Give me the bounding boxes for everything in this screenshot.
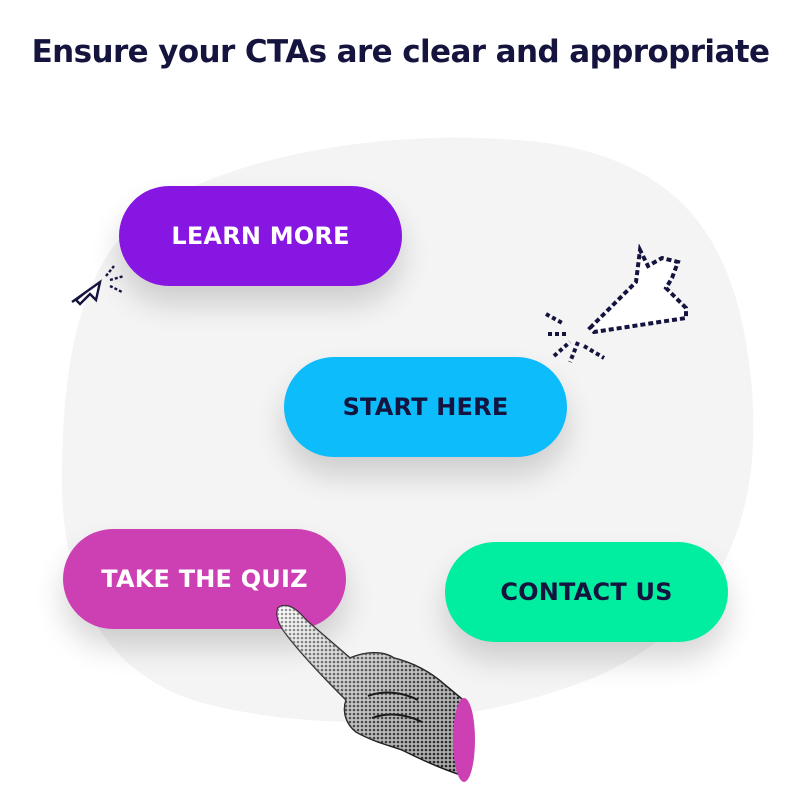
contact-us-button[interactable]: CONTACT US bbox=[445, 542, 728, 642]
start-here-button[interactable]: START HERE bbox=[284, 357, 567, 457]
pointing-hand-icon bbox=[276, 604, 475, 782]
page-title: Ensure your CTAs are clear and appropria… bbox=[31, 34, 770, 70]
pixel-arrow-cursor-icon bbox=[71, 265, 125, 306]
pixel-hand-cursor-icon bbox=[545, 244, 688, 363]
learn-more-button[interactable]: LEARN MORE bbox=[119, 186, 402, 286]
